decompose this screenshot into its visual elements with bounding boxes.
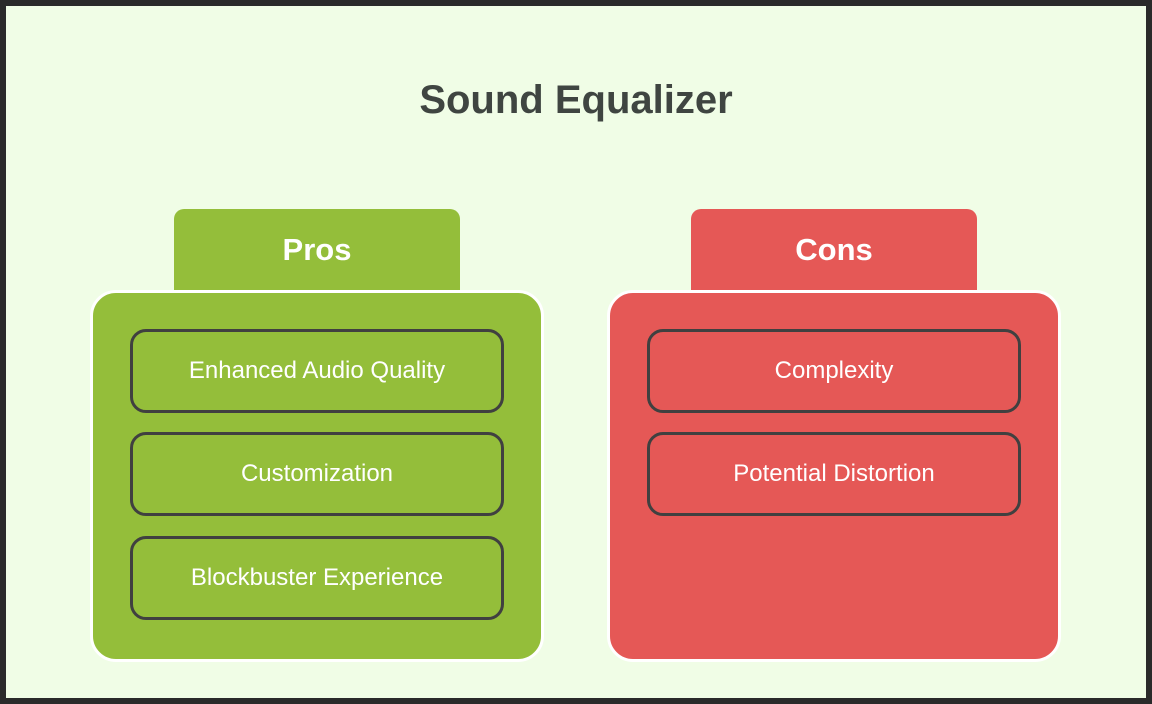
pros-item-blockbuster-experience: Blockbuster Experience — [130, 536, 504, 620]
cons-heading: Cons — [795, 232, 873, 267]
pros-panel: Enhanced Audio Quality Customization Blo… — [90, 290, 544, 662]
diagram-canvas: Sound Equalizer Pros Enhanced Audio Qual… — [6, 6, 1146, 698]
pros-heading-tab: Pros — [174, 209, 460, 291]
pros-item-customization: Customization — [130, 432, 504, 516]
pros-heading: Pros — [282, 232, 352, 267]
cons-item-potential-distortion: Potential Distortion — [647, 432, 1021, 516]
cons-panel: Complexity Potential Distortion — [607, 290, 1061, 662]
diagram-title: Sound Equalizer — [419, 78, 733, 122]
pros-item-enhanced-audio-quality: Enhanced Audio Quality — [130, 329, 504, 413]
cons-item-complexity: Complexity — [647, 329, 1021, 413]
cons-heading-tab: Cons — [691, 209, 977, 291]
